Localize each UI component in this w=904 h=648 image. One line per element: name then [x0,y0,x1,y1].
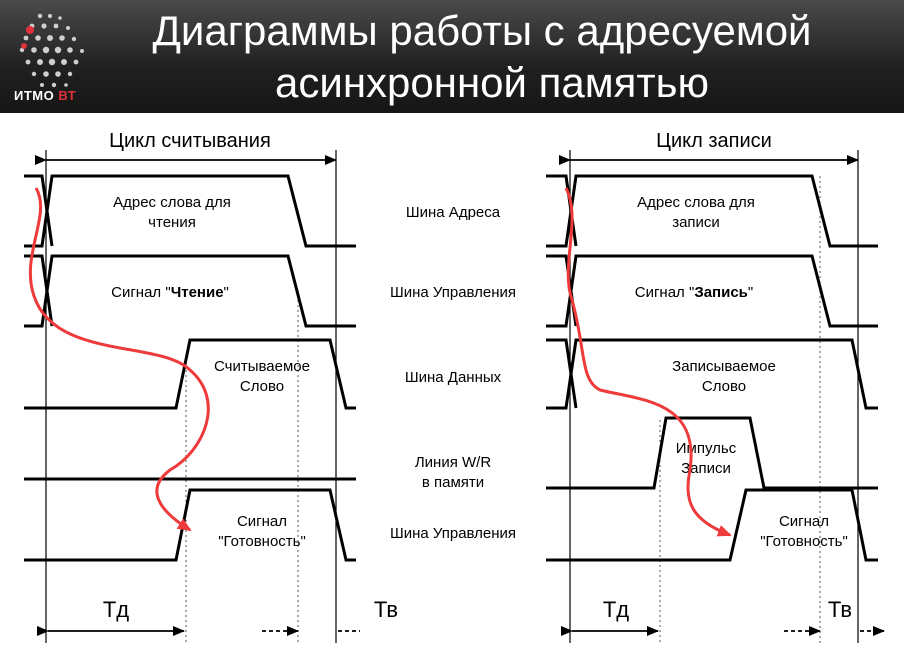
read-td-label: Тд [103,597,129,622]
read-cycle-title: Цикл считывания [109,130,271,152]
read-ready-trace [24,488,356,562]
logo-text: ИТМО [14,88,55,103]
read-control-trace [24,254,356,328]
write-data-trace [546,338,878,410]
write-control-label: Сигнал "Запись" [635,284,753,301]
logo-caption: ИТМО ВТ [14,88,76,103]
itmo-logo-icon [19,13,84,88]
bus-label-control-2: Шина Управления [390,525,516,542]
read-data-trace [24,338,356,410]
read-ready-label: Сигнал"Готовность" [218,513,306,550]
write-ready-label: Сигнал"Готовность" [760,513,848,550]
read-tv-label: Тв [374,597,398,622]
write-pulse-trace [546,416,878,490]
slide-title-line-1: Диаграммы работы с адресуемой [152,7,812,54]
read-address-trace [24,174,356,248]
slide-title-line-2: асинхронной памятью [275,59,709,106]
bus-label-address: Шина Адреса [406,204,501,221]
slide-header: ИТМО ВТ Диаграммы работы с адресуемой ас… [0,0,904,113]
write-causality-arrow [564,187,732,537]
read-control-label: Сигнал "Чтение" [111,284,229,301]
bus-labels: Шина Адреса Шина Управления Шина Данных … [390,204,516,542]
write-td-label: Тд [603,597,629,622]
bus-label-data: Шина Данных [405,369,502,386]
write-address-trace [546,174,878,248]
logo-accent-text: ВТ [58,88,77,103]
bus-label-control: Шина Управления [390,284,516,301]
write-tv-label: Тв [828,597,852,622]
write-ready-trace [546,488,878,562]
write-cycle-title: Цикл записи [656,130,772,152]
read-causality-arrow [28,187,210,532]
